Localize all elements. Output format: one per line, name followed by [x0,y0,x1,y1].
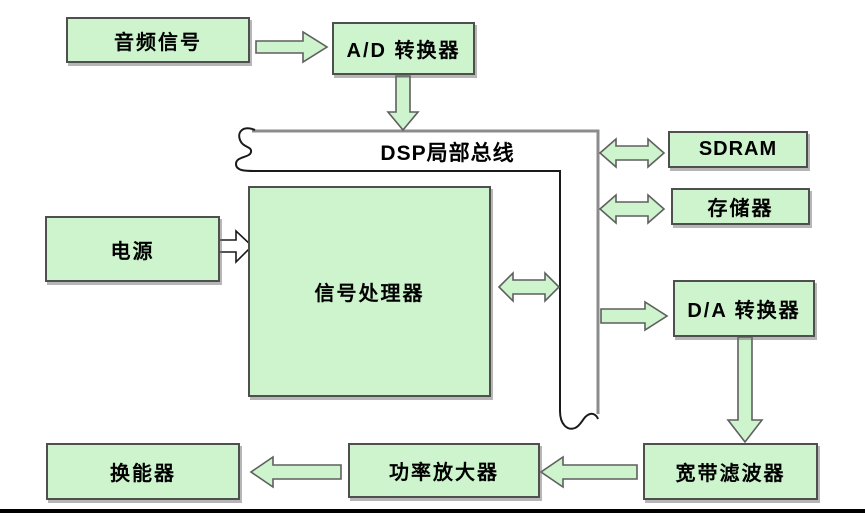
arrow-power-to-processor [215,229,254,264]
arrow-filter-to-amplifier [539,455,638,489]
bottom-rule [0,509,865,513]
node-signal-processor: 信号处理器 [248,186,491,397]
arrow-bus-sdram [598,137,666,169]
node-wideband-filter: 宽带滤波器 [643,443,818,500]
arrow-bus-to-dac [600,300,669,332]
arrow-bus-memory [598,193,666,225]
bus-label: DSP局部总线 [380,142,515,165]
arrow-adc-to-bus [386,75,420,132]
arrow-processor-bus [497,271,561,303]
node-audio-signal: 音频信号 [66,17,250,63]
node-memory: 存储器 [671,188,810,225]
node-sdram: SDRAM [668,131,808,168]
arrow-audio-to-adc [255,30,329,64]
arrow-dac-to-filter [726,336,764,444]
node-ad-converter: A/D 转换器 [332,22,475,75]
node-da-converter: D/A 转换器 [673,280,815,337]
arrow-amplifier-to-transducer [249,455,342,489]
node-transducer: 换能器 [46,443,240,500]
bus-outer-edge [252,129,600,414]
node-power-amplifier: 功率放大器 [348,443,540,498]
node-power: 电源 [45,216,220,282]
bus-inner-edge [234,127,599,430]
